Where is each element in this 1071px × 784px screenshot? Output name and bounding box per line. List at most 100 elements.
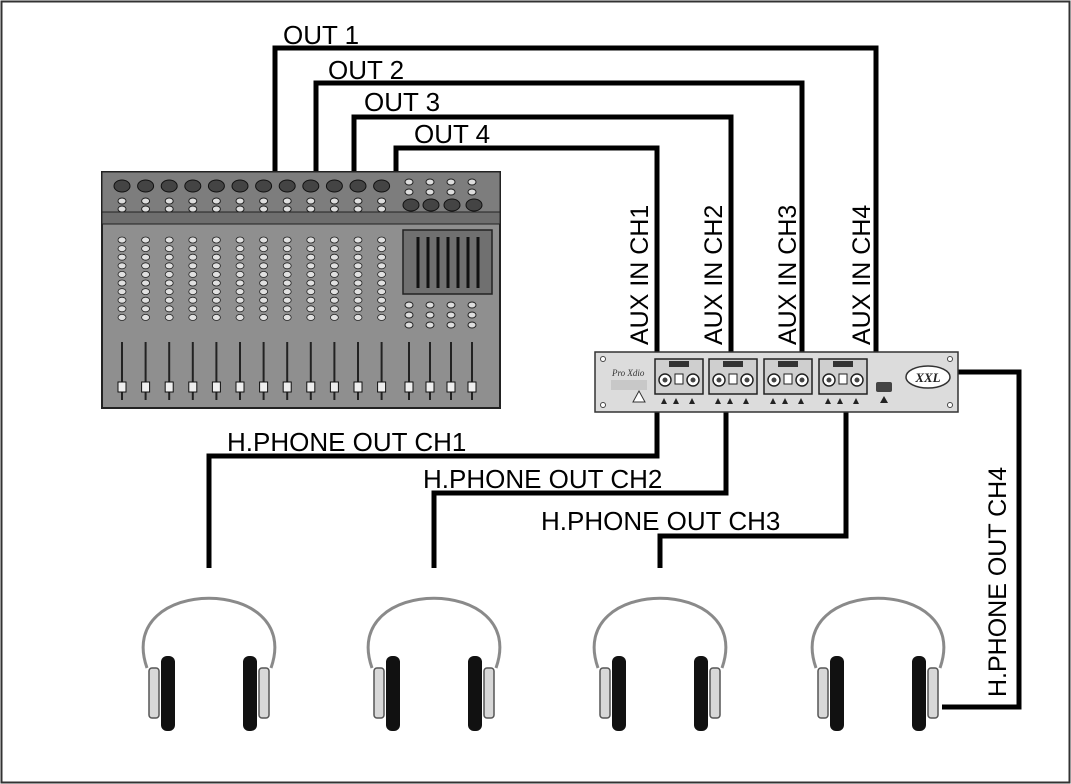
mixer-eq-knob xyxy=(282,313,292,321)
mixer-eq-knob xyxy=(259,262,269,270)
mixer-eq-knob xyxy=(377,236,387,244)
amp-arrow-icon xyxy=(853,398,859,404)
mixer-small-knob xyxy=(188,197,198,205)
mixer-small-knob xyxy=(353,205,363,213)
mixer-eq-knob xyxy=(282,279,292,287)
mixer-eq-knob xyxy=(117,262,127,270)
mixer-eq-knob xyxy=(377,245,387,253)
mixer-master-knob xyxy=(467,188,477,196)
mixer-eq-knob xyxy=(259,288,269,296)
mixer-eq-knob xyxy=(235,270,245,278)
amp-brand-plate xyxy=(611,380,647,390)
mixer-eq-knob xyxy=(141,270,151,278)
mixer-eq-knob xyxy=(188,305,198,313)
mixer-eq-knob xyxy=(188,270,198,278)
amp-arrow-icon xyxy=(661,398,667,404)
mixer-eq-knob xyxy=(211,296,221,304)
mixer-eq-knob xyxy=(141,253,151,261)
mixer-eq-knob xyxy=(211,279,221,287)
headphone-cushion-right xyxy=(483,667,495,719)
mixer-master-knob xyxy=(425,321,435,329)
mixer-eq-knob xyxy=(329,279,339,287)
mixer-eq-knob xyxy=(306,245,316,253)
mixer-master-knob xyxy=(467,178,477,186)
mixer-fader-cap xyxy=(329,381,339,393)
mixer-eq-knob xyxy=(211,253,221,261)
rack-hole-br xyxy=(947,402,953,408)
mixer-master-knob xyxy=(404,311,414,319)
mixer-small-knob xyxy=(188,205,198,213)
xxl-logo xyxy=(905,365,951,389)
mixer-master-knob xyxy=(404,301,414,309)
mixer-master-knob xyxy=(446,178,456,186)
headphone-cup-right xyxy=(243,656,257,731)
mixer-eq-knob xyxy=(164,313,174,321)
mixer-eq-knob xyxy=(353,270,363,278)
mixer-eq-knob xyxy=(141,313,151,321)
mixer-small-knob xyxy=(235,197,245,205)
mixer-eq-knob xyxy=(141,279,151,287)
mixer-master-knob xyxy=(446,321,456,329)
mixer-small-knob xyxy=(141,205,151,213)
mixer-fader-cap xyxy=(211,381,221,393)
amp-arrow-icon xyxy=(673,398,679,404)
headphone-cushion-right xyxy=(927,667,939,719)
mixer-eq-knob xyxy=(117,279,127,287)
amp-channel-badge xyxy=(669,361,689,367)
mixer-eq-knob xyxy=(235,253,245,261)
mixer-eq-knob xyxy=(188,288,198,296)
mixer-master-knob xyxy=(446,188,456,196)
amp-switch xyxy=(674,373,684,385)
mixer-eq-knob xyxy=(211,262,221,270)
mixer-gain-knob xyxy=(278,179,296,193)
mixer-eq-knob xyxy=(377,296,387,304)
mixer-gain-knob xyxy=(349,179,367,193)
mixer-small-knob xyxy=(211,197,221,205)
label-out1: OUT 1 xyxy=(283,20,359,50)
mixer-top-strip xyxy=(101,171,501,213)
rack-hole-bl xyxy=(600,402,606,408)
mixer-small-knob xyxy=(235,205,245,213)
mixer-controls xyxy=(113,178,483,400)
amp-volume-knob-center xyxy=(854,377,860,383)
amp-arrow-icon xyxy=(770,398,776,404)
label-aux4: AUX IN CH4 xyxy=(848,205,876,345)
mixer-eq-knob xyxy=(329,245,339,253)
mixer-eq-knob xyxy=(329,305,339,313)
mixer-eq-knob xyxy=(259,305,269,313)
mixer-eq-knob xyxy=(282,262,292,270)
mixer-master-knob xyxy=(467,311,477,319)
amp-volume-knob-center xyxy=(799,377,805,383)
mixer-gain-knob xyxy=(113,179,131,193)
mixer-eq-knob xyxy=(282,305,292,313)
mixer-gain-knob xyxy=(137,179,155,193)
cable-out4 xyxy=(393,145,660,352)
mixer-eq-knob xyxy=(259,236,269,244)
mixer-fader-cap xyxy=(188,381,198,393)
headphone-cushion-right xyxy=(709,667,721,719)
headphone-cup-left xyxy=(612,656,626,731)
mixer-eq-knob xyxy=(377,270,387,278)
mixer-eq-knob xyxy=(306,305,316,313)
mixer-eq-knob xyxy=(353,305,363,313)
mixer-master-knob xyxy=(404,178,414,186)
mixer-master-knob xyxy=(467,321,477,329)
amp-jack-hole xyxy=(771,377,777,383)
mixer-eq-knob xyxy=(329,236,339,244)
mixer-master-large-knob xyxy=(402,198,420,212)
headphone-cup-right xyxy=(912,656,926,731)
mixer-eq-knob xyxy=(164,245,174,253)
mixer-fader-cap xyxy=(353,381,363,393)
mixer-eq-knob xyxy=(235,279,245,287)
mixer-eq-knob xyxy=(164,296,174,304)
mixer-eq-knob xyxy=(259,270,269,278)
mixer-eq-knob xyxy=(353,253,363,261)
headphone-band xyxy=(810,596,946,669)
headphone-cup-right xyxy=(694,656,708,731)
mixer-eq-knob xyxy=(353,288,363,296)
mixer-eq-knob xyxy=(306,262,316,270)
mixer-master-knob xyxy=(425,188,435,196)
amp-arrow-icon xyxy=(825,398,831,404)
mixer-eq-knob xyxy=(141,236,151,244)
